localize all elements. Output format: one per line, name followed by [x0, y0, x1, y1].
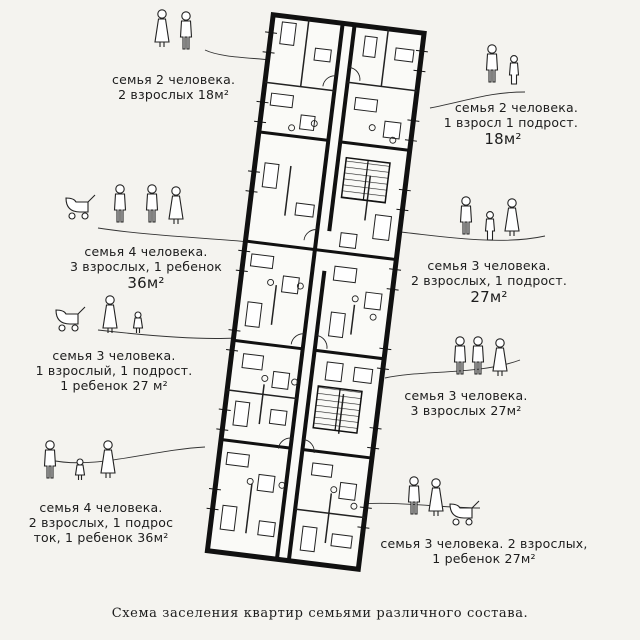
family-figures-4 [459, 196, 520, 241]
label-7-line-2: 2 взрослых, 1 подрос [28, 515, 174, 530]
label-1-line-2: 2 взрослых 18м² [118, 87, 230, 102]
family-label-4: семья 3 человека. 2 взрослых, 1 подрост.… [394, 258, 584, 306]
label-2-line-1: семья 2 человека. [454, 100, 578, 115]
label-2-line-2: 1 взросл 1 подрост. [443, 115, 578, 130]
label-1-line-1: семья 2 человека. [112, 72, 236, 87]
label-8-line-2: 1 ребенок 27м² [432, 551, 536, 566]
label-4-line-1: семья 3 человека. [427, 258, 551, 273]
label-7-line-3: ток, 1 ребенок 36м² [33, 530, 169, 545]
label-6-line-2: 3 взрослых 27м² [410, 403, 522, 418]
label-5-line-1: семья 3 человека. [52, 348, 176, 363]
family-figures-6 [453, 336, 508, 377]
label-2-area: 18м² [484, 130, 522, 148]
family-figures-3 [65, 184, 184, 225]
family-label-8: семья 3 человека. 2 взрослых, 1 ребенок … [366, 536, 602, 566]
label-3-line-2: 3 взрослых, 1 ребенок [69, 259, 223, 274]
label-5-line-2: 1 взрослый, 1 подрост. [35, 363, 193, 378]
figure-caption: Схема заселения квартир семьями различно… [111, 606, 529, 621]
label-3-line-1: семья 4 человека. [84, 244, 208, 259]
family-label-1: семья 2 человека. 2 взрослых 18м² [112, 72, 235, 102]
family-figures-2 [485, 44, 520, 85]
family-figures-7 [43, 440, 116, 481]
label-4-area: 27м² [470, 288, 508, 306]
building-plan [204, 11, 428, 573]
family-figures-1 [154, 9, 193, 50]
family-label-3: семья 4 человека. 3 взрослых, 1 ребенок … [46, 244, 246, 292]
family-label-5: семья 3 человека. 1 взрослый, 1 подрост.… [14, 348, 214, 393]
family-label-7: семья 4 человека. 2 взрослых, 1 подрос т… [16, 500, 186, 545]
label-7-line-1: семья 4 человека. [39, 500, 163, 515]
family-figures-5 [55, 295, 144, 334]
label-4-line-2: 2 взрослых, 1 подрост. [410, 273, 568, 288]
family-label-6: семья 3 человека. 3 взрослых 27м² [376, 388, 556, 418]
label-5-line-3: 1 ребенок 27 м² [60, 378, 168, 393]
family-figures-8 [407, 476, 480, 526]
label-3-area: 36м² [127, 274, 165, 292]
family-label-2: семья 2 человека. 1 взросл 1 подрост. 18… [428, 100, 578, 148]
label-8-line-1: семья 3 человека. 2 взрослых, [380, 536, 588, 551]
label-6-line-1: семья 3 человека. [404, 388, 528, 403]
